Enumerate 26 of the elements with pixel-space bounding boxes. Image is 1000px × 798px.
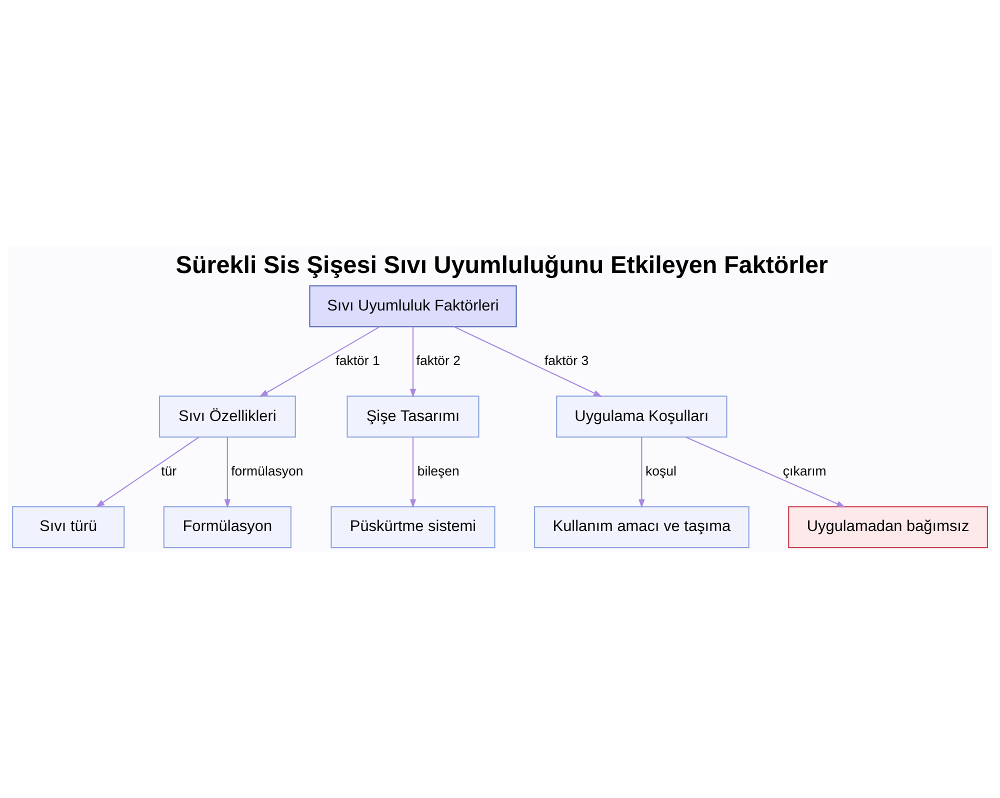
node-box: Püskürtme sistemi	[330, 506, 496, 548]
edge-label: tür	[161, 463, 177, 478]
node-box: Uygulama Koşulları	[556, 396, 728, 438]
node-box: Kullanım amacı ve taşıma	[534, 506, 750, 548]
node-box: Uygulamadan bağımsız	[788, 506, 988, 548]
edge-label: bileşen	[417, 463, 460, 478]
edge-label: faktör 3	[544, 352, 589, 368]
node-box: Şişe Tasarımı	[346, 396, 480, 438]
arrow	[96, 436, 200, 508]
edge-label: formülasyon	[231, 463, 304, 478]
diagram-title: Sürekli Sis Şişesi Sıvı Uyumluluğunu Etkileyen Faktörler	[176, 252, 828, 280]
edge-label: çıkarım	[782, 463, 826, 478]
arrow	[259, 326, 380, 398]
edge-label: faktör 2	[416, 352, 461, 368]
node-box: Sıvı Özellikleri	[158, 396, 296, 438]
arrow	[686, 436, 846, 508]
arrow	[638, 437, 645, 508]
arrow	[410, 326, 416, 398]
arrow	[454, 326, 602, 397]
node-box: Sıvı Uyumluluk Faktörleri	[309, 285, 517, 328]
edge-label: koşul	[646, 463, 676, 478]
arrow	[224, 437, 231, 508]
edge-label: faktör 1	[336, 352, 380, 368]
node-box: Formülasyon	[163, 506, 292, 548]
node-box: Sıvı türü	[12, 506, 125, 548]
arrow	[410, 437, 416, 508]
